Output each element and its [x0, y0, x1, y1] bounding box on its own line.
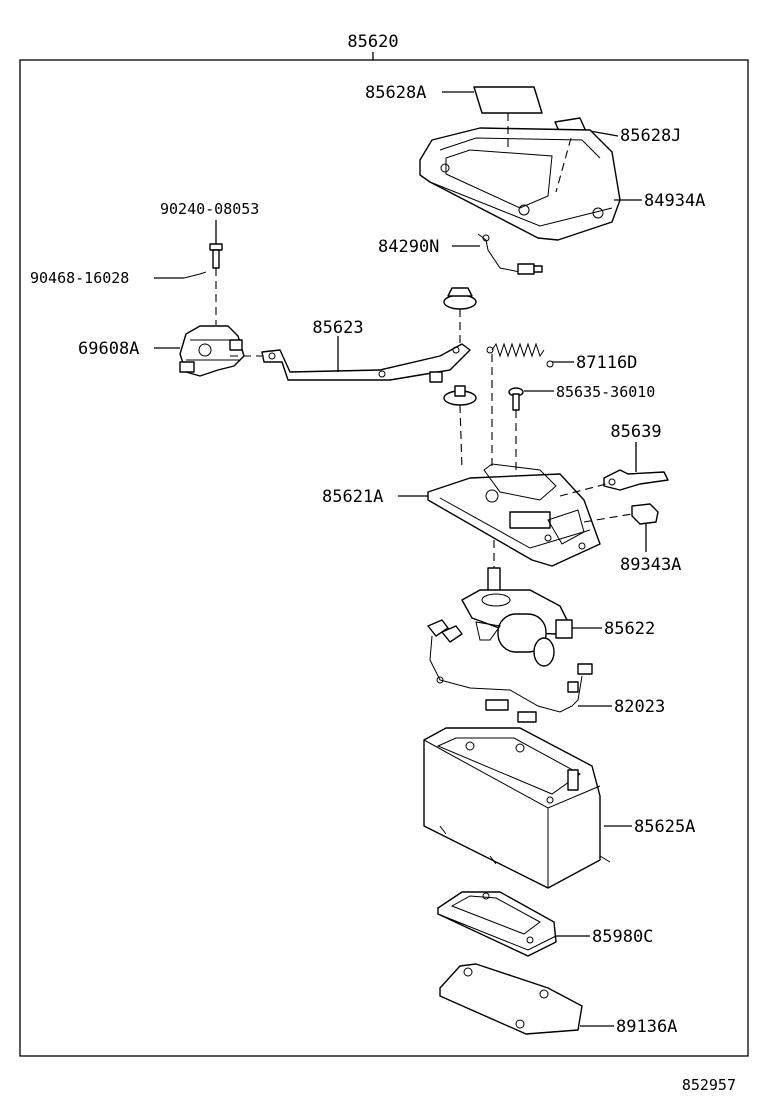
callout-85635-36010[interactable]: 85635-36010 — [556, 383, 655, 401]
bracket-69608a[interactable] — [179, 325, 245, 377]
callout-85980c[interactable]: 85980C — [592, 927, 653, 947]
wire-harness-82023[interactable] — [427, 619, 593, 723]
module-85980c[interactable] — [437, 891, 557, 957]
base-plate-85621a[interactable] — [427, 463, 601, 567]
callout-85628j[interactable]: 85628J — [620, 126, 681, 146]
lever-85639[interactable] — [603, 469, 669, 491]
callout-90468-16028[interactable]: 90468-16028 — [30, 269, 129, 287]
bushing-lower[interactable] — [443, 385, 477, 406]
callout-84290n[interactable]: 84290N — [378, 237, 439, 257]
sensor-89343a[interactable] — [631, 503, 659, 525]
housing-box-85625a[interactable] — [423, 727, 611, 889]
callout-85623[interactable]: 85623 — [312, 318, 363, 338]
callout-69608a[interactable]: 69608A — [78, 339, 139, 359]
callout-85622[interactable]: 85622 — [604, 619, 655, 639]
pin-90240-08053[interactable] — [209, 243, 223, 269]
screw-85635-36010[interactable] — [508, 387, 524, 411]
callout-87116d[interactable]: 87116D — [576, 353, 637, 373]
motor-85622[interactable] — [461, 567, 573, 667]
plate-89136a[interactable] — [439, 963, 583, 1035]
figure-code: 852957 — [682, 1076, 736, 1094]
callout-84934a[interactable]: 84934A — [644, 191, 705, 211]
assembly-number: 85620 — [347, 32, 398, 52]
callout-89136a[interactable]: 89136A — [616, 1017, 677, 1037]
callout-85625a[interactable]: 85625A — [634, 817, 695, 837]
bushing-upper[interactable] — [443, 287, 477, 310]
assembly-frame — [19, 59, 749, 1057]
wire-84290n[interactable] — [477, 233, 543, 275]
callout-90240-08053[interactable]: 90240-08053 — [160, 200, 259, 218]
label-sticker-85628a[interactable] — [473, 86, 543, 114]
callout-85621a[interactable]: 85621A — [322, 487, 383, 507]
link-rod-85623[interactable] — [261, 343, 471, 383]
callout-85639[interactable]: 85639 — [610, 422, 661, 442]
clip-90468-16028[interactable] — [183, 271, 207, 279]
callout-82023[interactable]: 82023 — [614, 697, 665, 717]
callout-89343a[interactable]: 89343A — [620, 555, 681, 575]
spring-87116d[interactable] — [486, 342, 554, 368]
callout-85628a[interactable]: 85628A — [365, 83, 426, 103]
cover-84934a[interactable] — [419, 127, 621, 241]
